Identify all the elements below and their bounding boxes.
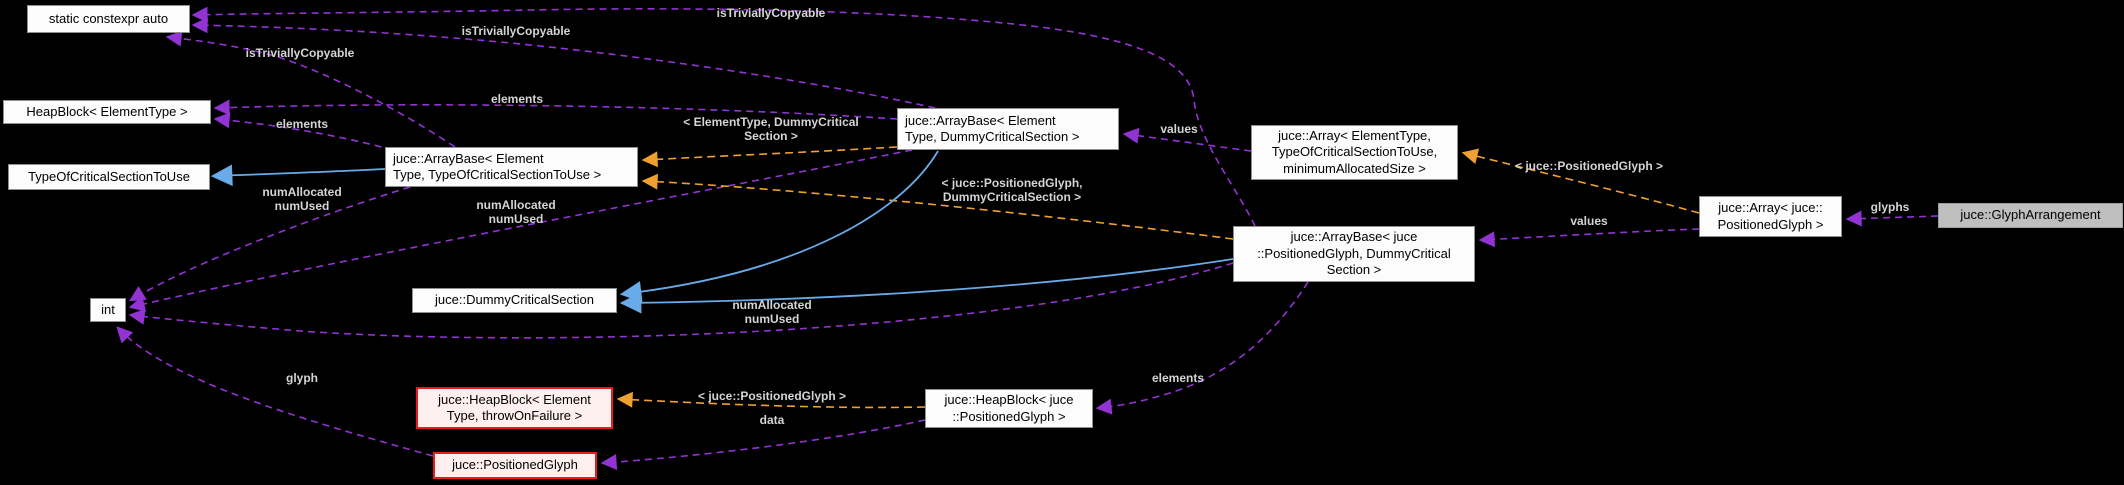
edge-template-elementtype-dcs — [641, 146, 898, 168]
edge-inherit-dummycriticalsection-2 — [619, 258, 1234, 314]
edge-glyphs — [1845, 210, 1939, 227]
edge-template-positionedglyph-heapblock — [616, 391, 926, 409]
edge-istriviallycopyable-from-arraybase-pg-dcs — [191, 6, 1256, 227]
edge-elements-right — [1095, 281, 1309, 415]
node-arraybase-positionedglyph-dcs[interactable]: juce::ArrayBase< juce ::PositionedGlyph,… — [1233, 226, 1475, 282]
edge-numallocated-from-arraybase-et-tocs — [128, 186, 411, 302]
edge-values-right — [1478, 228, 1700, 248]
node-int: int — [90, 298, 126, 322]
edge-template-positionedglyph-array — [1461, 148, 1700, 214]
node-array-positionedglyph[interactable]: juce::Array< juce:: PositionedGlyph > — [1699, 196, 1842, 237]
node-dummycriticalsection[interactable]: juce::DummyCriticalSection — [412, 288, 617, 313]
edge-data — [600, 419, 926, 471]
node-arraybase-elementtype-dcs[interactable]: juce::ArrayBase< Element Type, DummyCrit… — [897, 108, 1119, 150]
node-heapblock-positionedglyph[interactable]: juce::HeapBlock< juce ::PositionedGlyph … — [925, 389, 1093, 428]
node-heapblock-elementtype[interactable]: HeapBlock< ElementType > — [3, 100, 211, 124]
edge-template-positionedglyph-dcs — [641, 173, 1234, 240]
node-static-constexpr-auto: static constexpr auto — [27, 5, 190, 33]
edge-elements-upper — [213, 99, 898, 120]
edge-inherit-typeofcriticalsectiontouse — [210, 164, 386, 187]
edge-istriviallycopyable-from-arraybase-et-dcs — [191, 17, 936, 109]
edge-numallocated-from-arraybase-pg-dcs — [128, 262, 1234, 339]
node-heapblock-elementtype-throwonfailure[interactable]: juce::HeapBlock< Element Type, throwOnFa… — [416, 387, 613, 429]
edge-values-left — [1122, 127, 1252, 152]
node-positionedglyph[interactable]: juce::PositionedGlyph — [433, 452, 597, 479]
edge-numallocated-from-arraybase-et-dcs — [128, 149, 913, 312]
edge-glyph — [116, 326, 434, 457]
node-arraybase-elementtype-tocs[interactable]: juce::ArrayBase< Element Type, TypeOfCri… — [385, 147, 638, 187]
edge-istriviallycopyable-from-arraybase-et-tocs — [165, 30, 456, 148]
node-glypharrangement: juce::GlyphArrangement — [1938, 203, 2123, 228]
edge-inherit-dummycriticalsection-1 — [619, 150, 939, 303]
edge-elements-lower — [213, 112, 394, 151]
node-array-elementtype-tocs-mas[interactable]: juce::Array< ElementType, TypeOfCritical… — [1251, 125, 1458, 180]
node-typeofcriticalsectiontouse: TypeOfCriticalSectionToUse — [8, 164, 210, 190]
